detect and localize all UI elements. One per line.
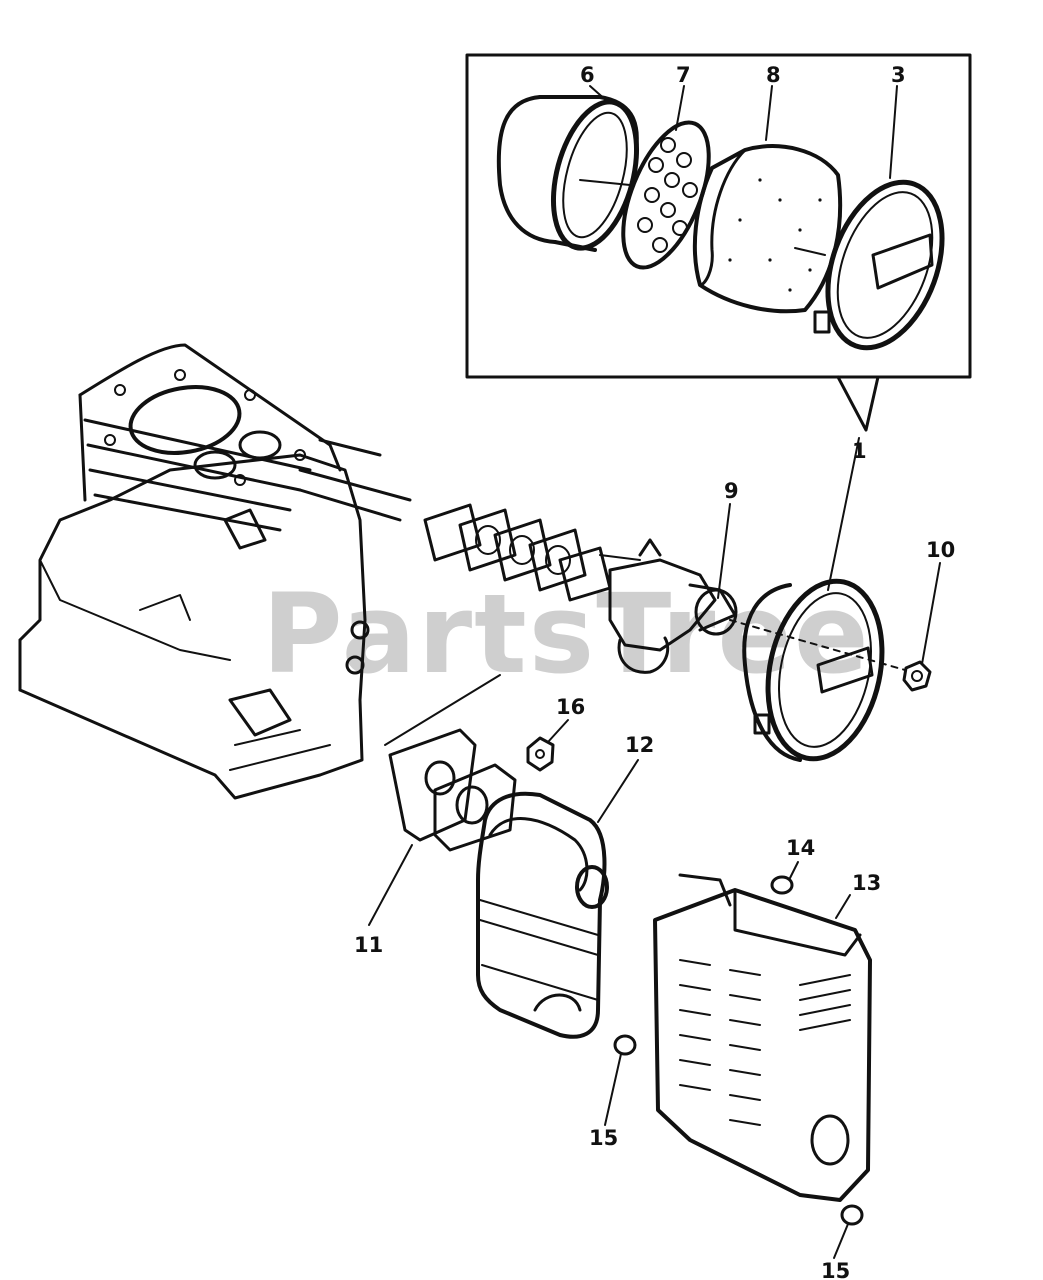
callout-13: 13 <box>852 871 881 895</box>
part-10-nut <box>902 660 932 692</box>
callout-15-bottom: 15 <box>821 1259 850 1280</box>
callout-16: 16 <box>556 695 585 719</box>
part-14-bolt <box>770 875 794 895</box>
callout-10: 10 <box>926 538 955 562</box>
callout-15-left: 15 <box>589 1126 618 1150</box>
callouts: 6 7 8 3 1 9 10 16 12 11 14 13 15 15 <box>354 63 955 1280</box>
part-1-air-cleaner-assembly <box>729 578 906 762</box>
part-12-muffler <box>476 791 609 1039</box>
callout-14: 14 <box>786 836 815 860</box>
part-7-filter-screen <box>621 120 711 270</box>
callout-11: 11 <box>354 933 383 957</box>
part-15-bolt-bottom <box>840 1204 864 1226</box>
callout-7: 7 <box>676 63 691 87</box>
part-6-air-cleaner-base <box>496 95 640 252</box>
part-13-muffler-guard <box>653 873 872 1202</box>
callout-9: 9 <box>724 479 739 503</box>
callout-6: 6 <box>580 63 595 87</box>
leader-lines <box>368 85 941 1259</box>
callout-12: 12 <box>625 733 654 757</box>
callout-8: 8 <box>766 63 781 87</box>
engine-block <box>18 343 412 800</box>
part-16-nut <box>526 736 555 772</box>
part-8-foam-element <box>692 144 843 314</box>
callout-3: 3 <box>891 63 906 87</box>
air-filter-inset <box>465 53 972 432</box>
exhaust-flange <box>433 763 517 852</box>
part-15-bolt-left <box>613 1034 637 1056</box>
part-3-cover <box>813 179 945 351</box>
carburetor <box>599 538 738 674</box>
callout-1: 1 <box>852 439 867 463</box>
